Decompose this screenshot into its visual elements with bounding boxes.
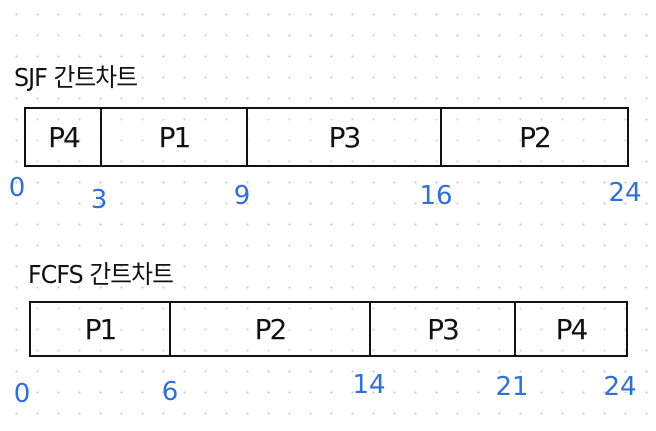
fcfs-title: FCFS 간트차트 xyxy=(28,260,174,289)
sjf-cell-2: P1 xyxy=(158,120,192,154)
sjf-cell-1: P4 xyxy=(48,120,81,154)
sjf-cell-3: P3 xyxy=(328,120,362,154)
fcfs-cell-4: P4 xyxy=(555,312,589,346)
fcfs-cell-1: P1 xyxy=(84,312,118,346)
sjf-time-label: 24 xyxy=(608,178,642,208)
fcfs-gantt-bar: P1 P2 P3 P4 xyxy=(29,301,628,357)
fcfs-cell-2: P2 xyxy=(254,312,288,346)
sjf-time-label: 16 xyxy=(419,181,453,211)
fcfs-time-label: 21 xyxy=(495,372,529,402)
sjf-cell-4: P2 xyxy=(519,120,552,154)
sjf-time-label: 3 xyxy=(90,185,108,215)
fcfs-time-label: 6 xyxy=(161,377,179,407)
fcfs-time-label: 0 xyxy=(13,379,31,409)
sjf-time-label: 0 xyxy=(8,173,26,203)
sjf-divider-1 xyxy=(100,107,102,167)
fcfs-cell-3: P3 xyxy=(427,312,460,346)
sjf-gantt-bar: P4 P1 P3 P2 xyxy=(24,107,629,167)
sjf-time-label: 9 xyxy=(233,181,251,211)
sjf-divider-3 xyxy=(440,107,442,167)
fcfs-divider-3 xyxy=(514,301,516,357)
fcfs-divider-1 xyxy=(169,301,171,357)
sjf-divider-2 xyxy=(246,107,248,167)
fcfs-divider-2 xyxy=(369,301,371,357)
fcfs-time-label: 24 xyxy=(603,372,637,402)
sjf-title: SJF 간트차트 xyxy=(14,63,138,92)
fcfs-time-label: 14 xyxy=(352,370,386,400)
